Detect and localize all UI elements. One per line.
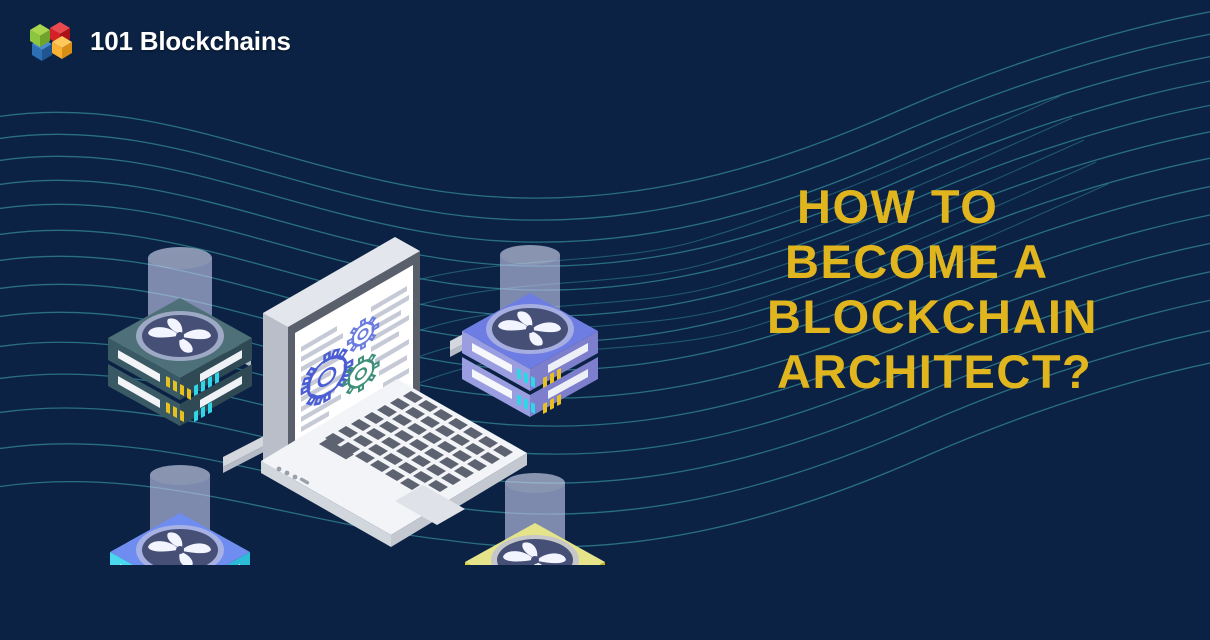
fan-icon xyxy=(491,535,579,585)
screen-text-lines-right xyxy=(371,286,409,388)
laptop xyxy=(261,237,527,547)
server-node-top-left xyxy=(108,247,252,426)
laptop-ports xyxy=(276,466,310,485)
server-node-bottom-left xyxy=(110,465,250,639)
fan-icon xyxy=(486,304,574,354)
gear-large-icon xyxy=(300,348,354,406)
title-line-4: ARCHITECT? xyxy=(777,344,1093,398)
brand-logo[interactable]: 101 Blockchains xyxy=(28,18,291,64)
laptop-keyboard xyxy=(319,391,513,499)
page-title: HOW TO BECOME A BLOCKCHAIN ARCHITECT? xyxy=(767,180,1185,400)
gear-small-bottom-icon xyxy=(342,353,380,395)
title-line-2: BECOME A xyxy=(785,234,1049,288)
server-node-top-right xyxy=(462,245,598,417)
screen-gears xyxy=(300,316,380,406)
title-line-3: BLOCKCHAIN xyxy=(767,289,1098,343)
brand-name: 101 Blockchains xyxy=(90,25,291,56)
gear-small-top-icon xyxy=(346,316,380,352)
title-line-1: HOW TO xyxy=(797,180,999,233)
laptop-trackpad xyxy=(395,485,465,525)
blockchain-network-illustration xyxy=(75,155,655,640)
fan-icon xyxy=(136,311,224,361)
four-cubes-logo-icon xyxy=(28,18,80,64)
